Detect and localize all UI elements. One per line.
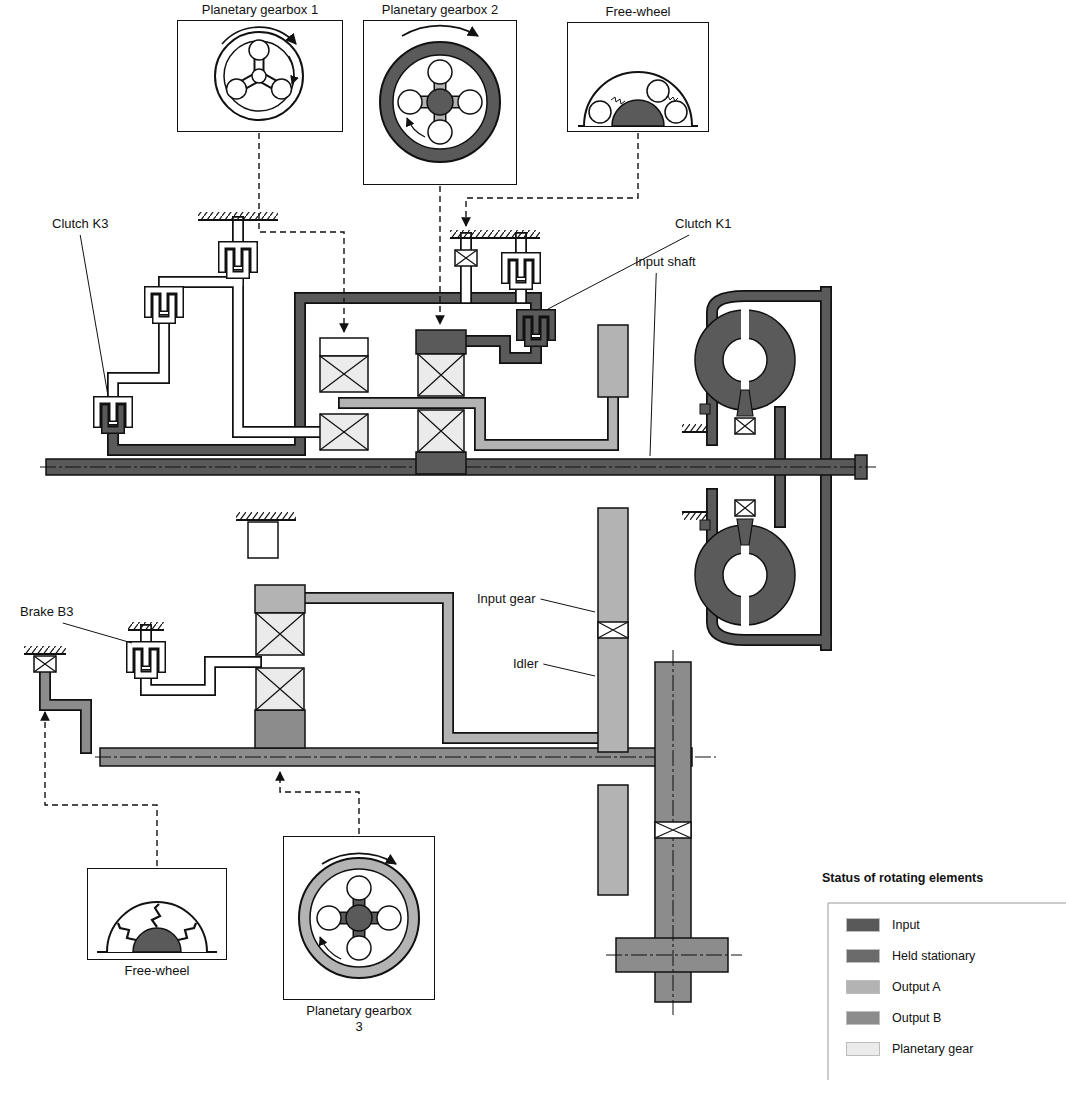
part-label: Clutch K3 (52, 216, 108, 232)
free-wheel-icon (578, 72, 698, 126)
planetary-icon (215, 27, 303, 120)
inset-title: Planetary gearbox 2 (382, 2, 498, 18)
legend-text: Input (892, 916, 920, 934)
inset-title: Planetary gearbox 3 (301, 1003, 417, 1035)
planetary-icon (299, 853, 419, 978)
transmission-bars (45, 222, 826, 752)
part-label: Clutch K1 (675, 216, 731, 232)
inset-box: Free-wheel (567, 22, 709, 132)
inset-box: Free-wheel (87, 868, 227, 960)
inset-box: Planetary gearbox 2 (363, 20, 517, 185)
free-wheel-icon (97, 902, 217, 952)
leader-line (80, 235, 108, 396)
leader-line (63, 623, 132, 643)
legend-row: Output A (846, 978, 941, 996)
legend-text: Planetary gear (892, 1040, 973, 1058)
legend-row: Held stationary (846, 947, 975, 965)
legend-row: Output B (846, 1009, 941, 1027)
part-label: Brake B3 (20, 604, 73, 620)
legend-swatch (846, 918, 880, 932)
inset-box: Planetary gearbox 1 (177, 20, 343, 132)
legend-swatch (846, 980, 880, 994)
inset-box: Planetary gearbox 3 (283, 836, 435, 1000)
part-label: Input shaft (635, 254, 696, 270)
inset-title: Planetary gearbox 1 (202, 2, 318, 18)
callout-arrows (45, 133, 638, 866)
leader-line (548, 235, 689, 309)
part-label: Input gear (477, 591, 536, 607)
inset-title: Free-wheel (124, 963, 189, 979)
legend-frame (828, 903, 1066, 1080)
legend-text: Output A (892, 978, 941, 996)
shafts (40, 455, 876, 766)
inset-title: Free-wheel (605, 4, 670, 20)
torque-converter (695, 306, 795, 629)
legend-swatch (846, 1042, 880, 1056)
clutch-symbols (97, 245, 552, 675)
leader-line (543, 664, 595, 676)
planetary-icon (380, 26, 500, 162)
legend-row: Input (846, 916, 920, 934)
legend-swatch (846, 949, 880, 963)
leader-line (650, 273, 656, 456)
leader-line (541, 599, 595, 612)
legend-row: Planetary gear (846, 1040, 973, 1058)
part-label: Idler (513, 656, 538, 672)
legend-swatch (846, 1011, 880, 1025)
planet-gears (34, 250, 755, 838)
gears (255, 325, 742, 1015)
legend-heading: Status of rotating elements (822, 870, 983, 886)
legend-text: Held stationary (892, 947, 975, 965)
legend-text: Output B (892, 1009, 941, 1027)
